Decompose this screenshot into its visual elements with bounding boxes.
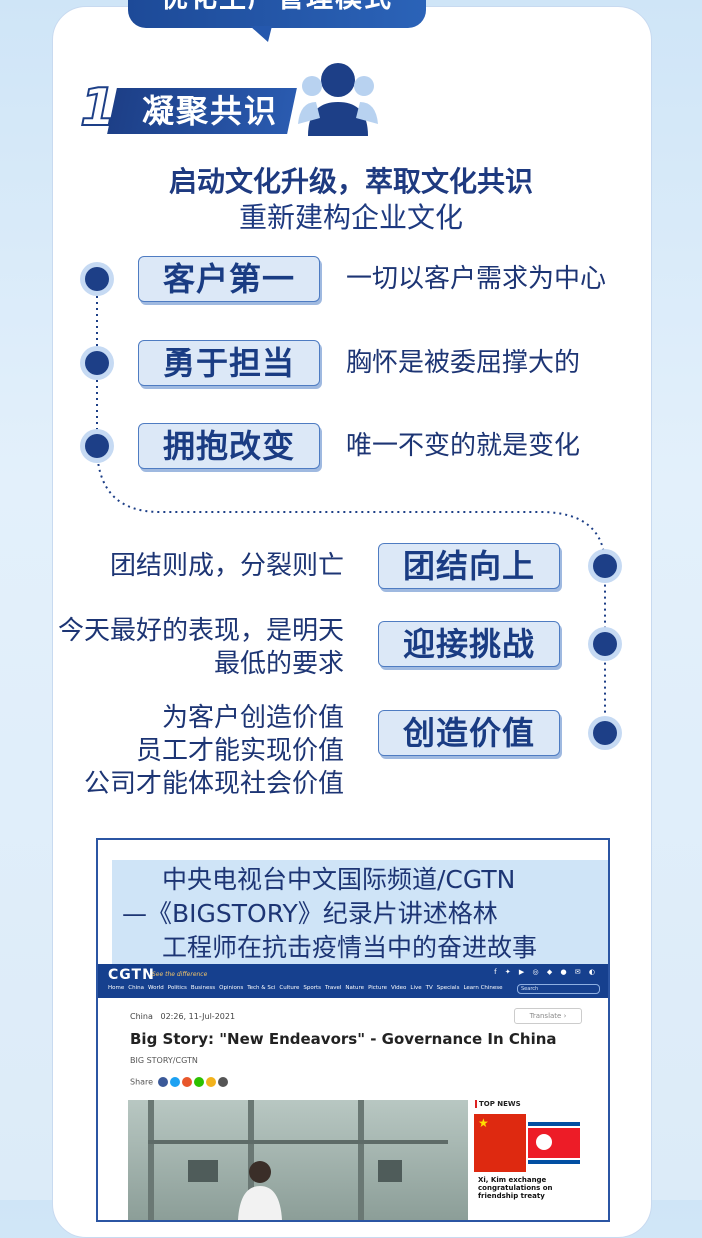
team-avatar-icon [298,63,378,136]
value-dot [85,434,109,458]
value-tag-challenge: 迎接挑战 [378,621,560,667]
cgtn-slogan: See the difference [152,971,208,978]
value-tag-create-value: 创造价值 [378,710,560,756]
cgtn-header: CGTN See the difference f ✦ ▶ ◎ ◆ ● ✉ ◐ … [98,964,608,998]
value-tag-customer-first: 客户第一 [138,256,320,302]
article-title: Big Story: "New Endeavors" - Governance … [130,1030,557,1048]
cgtn-logo: CGTN [108,967,155,983]
value-dot [593,554,617,578]
dotted-connector [96,278,606,734]
article-meta: China 02:26, 11-Jul-2021 [130,1012,236,1021]
value-tag-responsibility: 勇于担当 [138,340,320,386]
translate-button[interactable]: Translate › [514,1008,582,1024]
value-desc: 一切以客户需求为中心 [346,264,607,294]
value-desc: 今天最好的表现，是明天 最低的要求 [57,616,344,679]
flags-image[interactable]: ★ [474,1114,580,1172]
value-dot [593,632,617,656]
article-source: BIG STORY/CGTN [130,1056,198,1065]
headline: 启动文化升级，萃取文化共识 [168,165,533,198]
value-dot [85,267,109,291]
video-caption: 中央电视台中文国际频道/CGTN —《BIGSTORY》纪录片讲述格林 工程师在… [112,860,608,964]
banner-title: 优化生产管理模式 [128,0,426,28]
value-tag-embrace-change: 拥抱改变 [138,423,320,469]
top-news-heading: TOP NEWS [475,1100,521,1108]
value-dot [85,351,109,375]
value-desc: 团结则成，分裂则亡 [109,551,344,581]
video-thumbnail[interactable] [128,1100,468,1220]
section-title: 凝聚共识 [141,92,278,130]
value-desc: 为客户创造价值 员工才能实现价值 公司才能体现社会价值 [83,703,344,799]
social-icons[interactable]: f ✦ ▶ ◎ ◆ ● ✉ ◐ [494,968,598,976]
banner-tail [250,26,272,42]
search-input[interactable]: Search [517,984,600,994]
section-number: 1 [79,78,117,138]
value-desc: 唯一不变的就是变化 [346,431,581,461]
value-desc: 胸怀是被委屈撑大的 [346,348,581,378]
value-dot [593,721,617,745]
video-screenshot[interactable]: 中央电视台中文国际频道/CGTN —《BIGSTORY》纪录片讲述格林 工程师在… [96,838,610,1222]
share-bar[interactable]: Share [130,1077,228,1087]
top-news-item[interactable]: Xi, Kim exchange congratulations on frie… [478,1176,553,1200]
value-tag-unity: 团结向上 [378,543,560,589]
subline: 重新建构企业文化 [238,201,463,234]
